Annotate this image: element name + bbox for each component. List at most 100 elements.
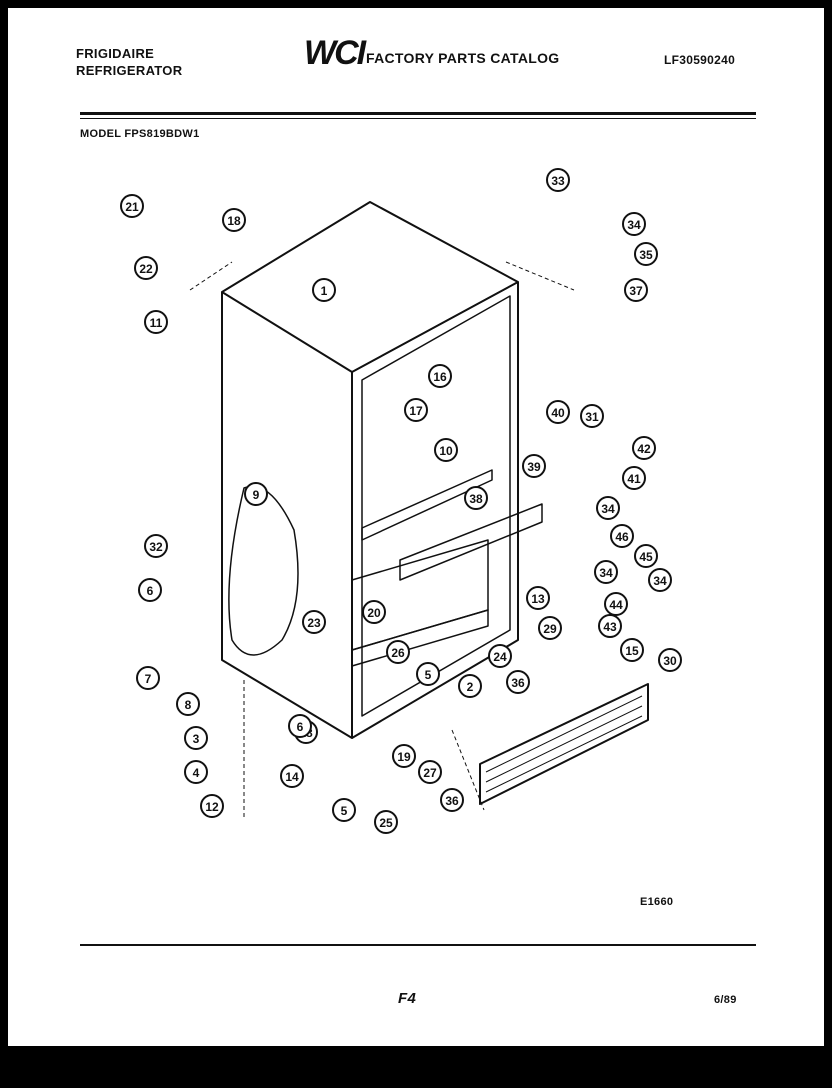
page-number: F4 [398, 990, 417, 1007]
callout-number: 39 [527, 460, 541, 474]
callout-number: 3 [193, 732, 200, 746]
callout-circle [596, 496, 620, 520]
catalog-page: FRIGIDAIRE REFRIGERATOR WCI FACTORY PART… [8, 8, 824, 1046]
catalog-title: FACTORY PARTS CATALOG [366, 50, 560, 66]
callout-circle [506, 670, 530, 694]
callout-number: 30 [663, 654, 677, 668]
callout-circle [280, 764, 304, 788]
callout-circle [244, 482, 268, 506]
callout-number: 29 [543, 622, 557, 636]
cabinet-side [221, 292, 353, 739]
callout-number: 34 [599, 566, 613, 580]
callout-circle [416, 662, 440, 686]
callout-circle [632, 436, 656, 460]
callout-number: 11 [150, 316, 163, 330]
footer-rule [80, 944, 756, 946]
callout-circle [418, 760, 442, 784]
callout-number: 16 [433, 370, 447, 384]
grille-slots [485, 695, 643, 793]
diagram-code: E1660 [640, 896, 674, 908]
crisper-frame [351, 539, 489, 651]
callout-number: 36 [511, 676, 525, 690]
callout-circle [144, 534, 168, 558]
callout-circle [312, 278, 336, 302]
wci-logo: WCI [304, 34, 366, 72]
callout-circle [522, 454, 546, 478]
callout-number: 38 [469, 492, 483, 506]
callout-number: 27 [423, 766, 437, 780]
callout-circle [604, 592, 628, 616]
lower-rail [351, 609, 489, 667]
rail-10 [361, 469, 493, 541]
callout-circle [362, 600, 386, 624]
callout-circle [526, 586, 550, 610]
callout-number: 9 [253, 488, 260, 502]
callout-number: 2 [467, 680, 474, 694]
callout-circle [464, 486, 488, 510]
callout-number: 19 [397, 750, 411, 764]
callout-number: 26 [391, 646, 405, 660]
callout-circle [648, 568, 672, 592]
callout-circle [634, 242, 658, 266]
callout-circle [580, 404, 604, 428]
callout-circle [428, 364, 452, 388]
callout-number: 34 [601, 502, 615, 516]
callout-number: 34 [653, 574, 667, 588]
callout-circle [134, 256, 158, 280]
callout-number: 5 [341, 804, 348, 818]
callout-number: 40 [551, 406, 565, 420]
callout-number: 1 [321, 284, 328, 298]
callout-number: 4 [193, 766, 200, 780]
callout-circle [634, 544, 658, 568]
callout-circle [434, 438, 458, 462]
cabinet-top [221, 201, 519, 373]
callout-number: 21 [125, 200, 139, 214]
callout-circle [374, 810, 398, 834]
product-name: REFRIGERATOR [76, 63, 183, 78]
callout-number: 32 [149, 540, 163, 554]
callout-circle [594, 560, 618, 584]
callout-number: 8 [185, 698, 192, 712]
callout-circle [620, 638, 644, 662]
callout-circle [458, 674, 482, 698]
callout-number: 5 [425, 668, 432, 682]
callout-circle [176, 692, 200, 716]
callout-number: 45 [639, 550, 653, 564]
catalog-number: LF30590240 [664, 53, 736, 67]
callout-number: 41 [627, 472, 641, 486]
callout-number: 37 [629, 284, 643, 298]
callout-number: 44 [609, 598, 623, 612]
callout-number: 35 [639, 248, 653, 262]
callout-circle [488, 644, 512, 668]
callout-number: 6 [147, 584, 154, 598]
model-label: MODEL FPS819BDW1 [80, 128, 200, 140]
callout-number: 13 [531, 592, 545, 606]
callout-number: 36 [445, 794, 459, 808]
callout-number: 12 [205, 800, 219, 814]
callout-number: 20 [367, 606, 381, 620]
callout-number: 14 [285, 770, 299, 784]
callout-circle [302, 610, 326, 634]
callout-number: 18 [227, 214, 241, 228]
callout-number: 22 [139, 262, 153, 276]
callout-circle [120, 194, 144, 218]
rail-38 [399, 503, 543, 581]
callout-number: 33 [551, 174, 565, 188]
back-panel-9 [228, 485, 299, 656]
callout-circle [624, 278, 648, 302]
callout-circle [184, 726, 208, 750]
callout-number: 24 [493, 650, 507, 664]
callout-circle [622, 466, 646, 490]
callout-circle [546, 400, 570, 424]
callout-circle [138, 578, 162, 602]
callout-number: 6 [297, 720, 304, 734]
header-rule [80, 112, 756, 115]
callout-circle [598, 614, 622, 638]
callout-number: 23 [307, 616, 321, 630]
door-frame [351, 281, 519, 717]
callout-number: 31 [585, 410, 599, 424]
callout-circle [288, 714, 312, 738]
callout-circle [184, 760, 208, 784]
callout-circle [538, 616, 562, 640]
